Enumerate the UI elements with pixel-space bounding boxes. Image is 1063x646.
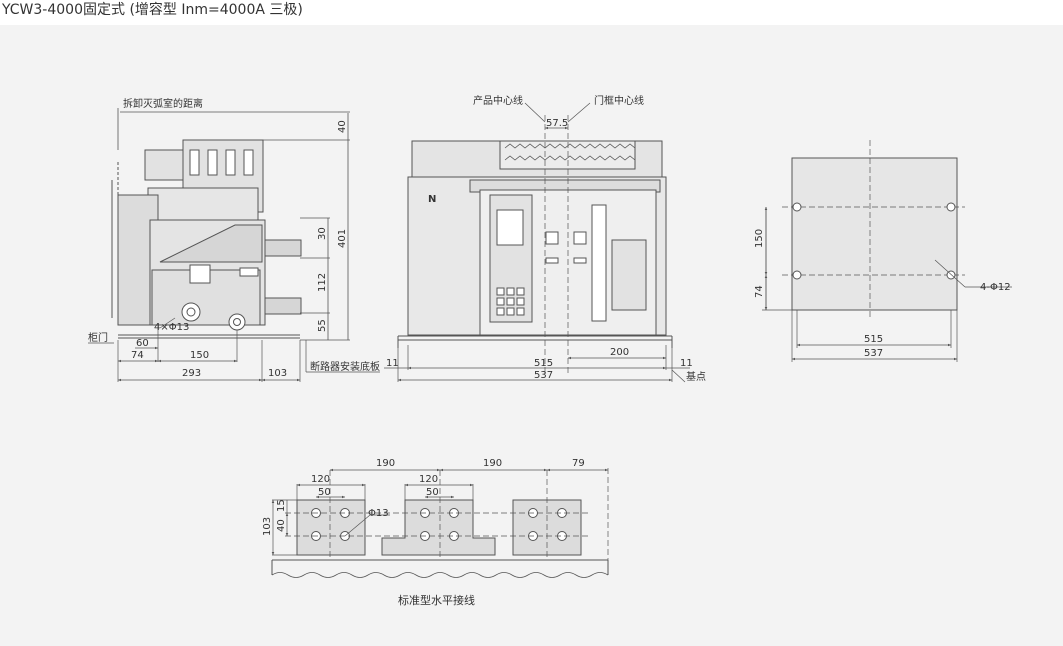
page-title: YCW3-4000固定式 (增容型 Inm=4000A 三极) bbox=[2, 2, 303, 18]
dim-537-mount: 537 bbox=[864, 348, 883, 359]
base-point-label: 基点 bbox=[686, 370, 706, 383]
offset-dim: 57.5 bbox=[546, 118, 568, 129]
dim-293: 293 bbox=[182, 368, 201, 379]
busbar-view bbox=[271, 468, 609, 578]
dim-55: 55 bbox=[317, 319, 328, 332]
dim-112: 112 bbox=[317, 273, 328, 292]
phase-n-label: N bbox=[428, 194, 436, 205]
dim-515-front: 515 bbox=[534, 358, 553, 369]
dim-74-mount: 74 bbox=[754, 285, 765, 298]
dim-50-b: 50 bbox=[426, 487, 439, 498]
dim-60: 60 bbox=[136, 338, 149, 349]
dim-190-a: 190 bbox=[376, 458, 395, 469]
dim-103-bus: 103 bbox=[262, 517, 273, 536]
side-holes-label: 4×Φ13 bbox=[154, 322, 189, 333]
dim-537-front: 537 bbox=[534, 370, 553, 381]
bus-hole-label: Φ13 bbox=[368, 508, 389, 519]
dim-401: 401 bbox=[337, 229, 348, 248]
dim-150: 150 bbox=[190, 350, 209, 361]
door-label: 柜门 bbox=[88, 331, 108, 344]
dim-40: 40 bbox=[337, 120, 348, 133]
dim-150-mount: 150 bbox=[754, 229, 765, 248]
mount-view bbox=[762, 140, 1012, 362]
door-center-label: 门框中心线 bbox=[594, 94, 644, 107]
dim-30: 30 bbox=[317, 227, 328, 240]
front-view bbox=[384, 102, 690, 383]
dim-120-a: 120 bbox=[311, 474, 330, 485]
dim-50-a: 50 bbox=[318, 487, 331, 498]
dim-11-left: 11 bbox=[386, 358, 399, 369]
mount-holes-label: 4-Φ12 bbox=[980, 282, 1011, 293]
arc-distance-label: 拆卸灭弧室的距离 bbox=[123, 97, 203, 110]
side-view bbox=[88, 108, 380, 382]
plate-label: 断路器安装底板 bbox=[310, 360, 380, 373]
dim-200: 200 bbox=[610, 347, 629, 358]
dim-190-b: 190 bbox=[483, 458, 502, 469]
dim-120-b: 120 bbox=[419, 474, 438, 485]
dim-79: 79 bbox=[572, 458, 585, 469]
product-center-label: 产品中心线 bbox=[473, 94, 523, 107]
dim-40-bus: 40 bbox=[276, 519, 287, 532]
busbar-caption: 标准型水平接线 bbox=[398, 593, 475, 607]
dim-103: 103 bbox=[268, 368, 287, 379]
dim-515-mount: 515 bbox=[864, 334, 883, 345]
dim-74: 74 bbox=[131, 350, 144, 361]
dim-11-right: 11 bbox=[680, 358, 693, 369]
dim-15-bus: 15 bbox=[276, 499, 287, 512]
